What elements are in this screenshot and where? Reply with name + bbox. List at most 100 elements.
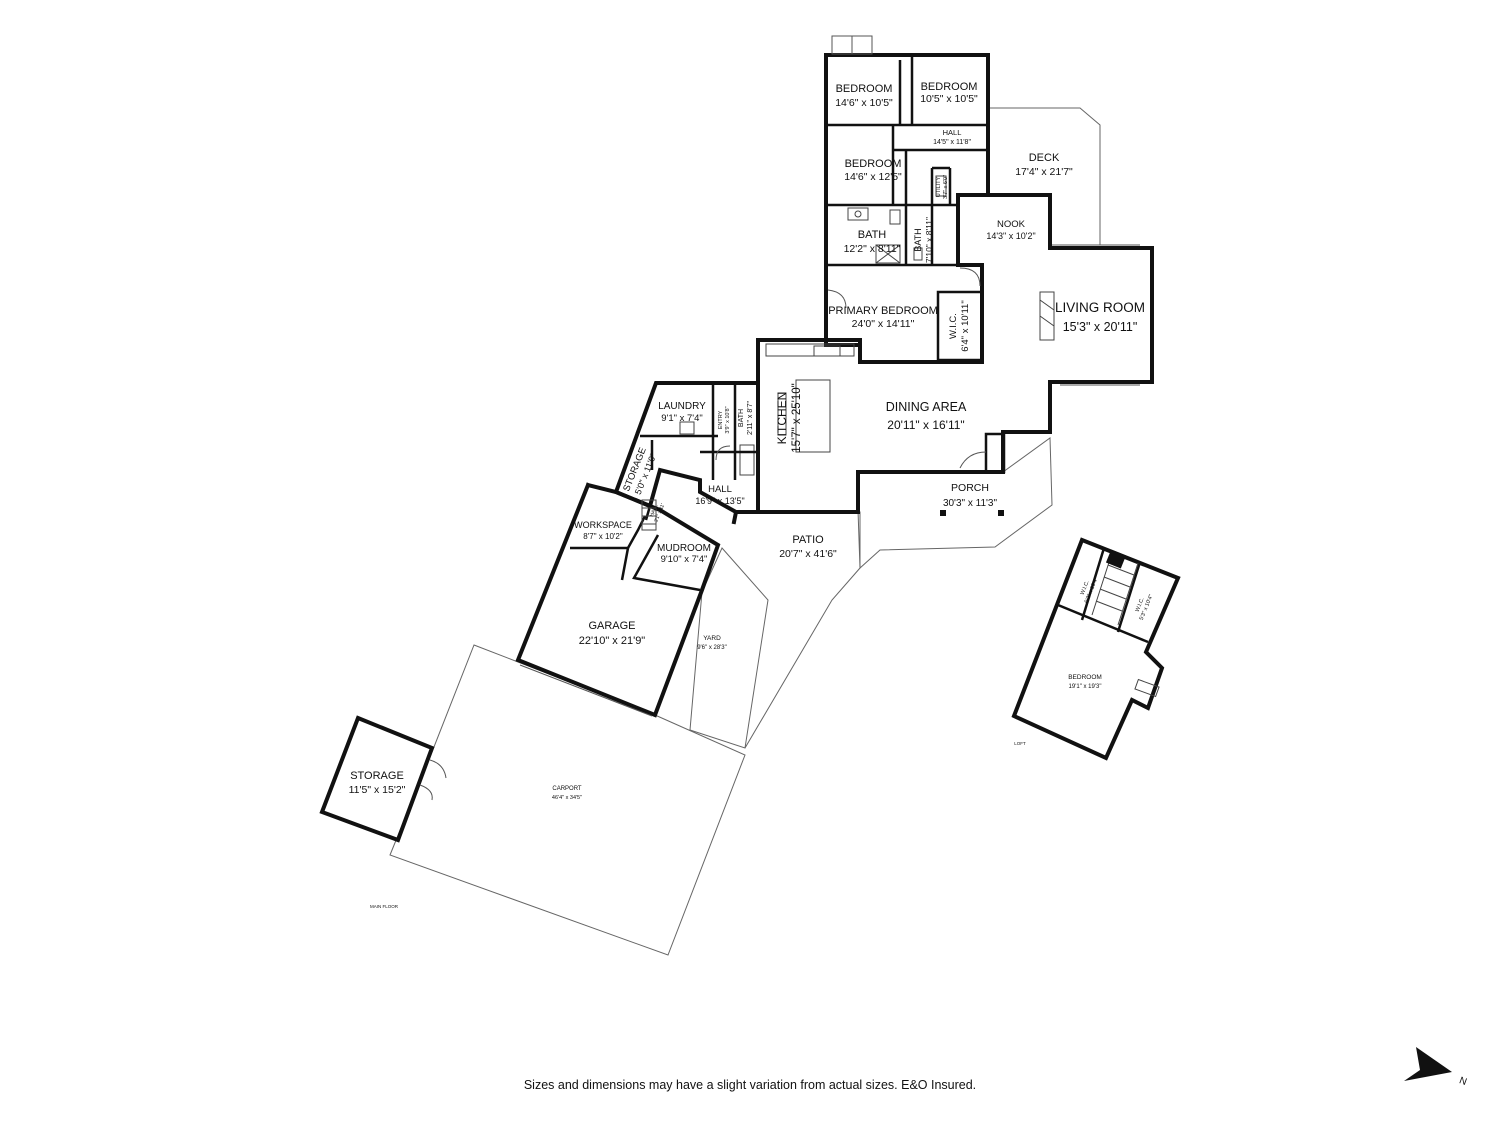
svg-text:GARAGE: GARAGE xyxy=(588,620,635,632)
svg-text:20'7" x 41'6": 20'7" x 41'6" xyxy=(779,548,837,560)
svg-text:MUDROOM: MUDROOM xyxy=(657,543,711,554)
svg-text:17'4" x 21'7": 17'4" x 21'7" xyxy=(1015,166,1073,178)
room-deck: DECK 17'4" x 21'7" xyxy=(1015,152,1073,178)
svg-text:24'0" x 14'11": 24'0" x 14'11" xyxy=(852,318,915,330)
svg-text:LAUNDRY: LAUNDRY xyxy=(658,401,706,412)
room-loft-wic-1: W.I.C. 6'2" x 10'4" xyxy=(1080,577,1100,604)
svg-text:11'5" x 15'2": 11'5" x 15'2" xyxy=(349,784,406,796)
svg-text:BEDROOM: BEDROOM xyxy=(836,83,893,95)
room-bedroom-3: BEDROOM 14'6" x 12'5" xyxy=(844,158,902,183)
svg-text:3'9" x 10'8": 3'9" x 10'8" xyxy=(725,406,731,433)
svg-text:PATIO: PATIO xyxy=(792,534,824,546)
svg-text:LIVING ROOM: LIVING ROOM xyxy=(1055,300,1145,315)
room-bedroom-1: BEDROOM 14'6" x 10'5" xyxy=(835,83,893,109)
svg-text:15'3" x 20'11": 15'3" x 20'11" xyxy=(1063,320,1138,334)
room-nook: NOOK 14'3" x 10'2" xyxy=(986,219,1035,241)
svg-text:14'6" x 10'5": 14'6" x 10'5" xyxy=(835,97,893,109)
svg-text:BEDROOM: BEDROOM xyxy=(845,158,902,170)
svg-text:10'5" x 10'5": 10'5" x 10'5" xyxy=(920,93,978,105)
room-primary-bedroom: PRIMARY BEDROOM 24'0" x 14'11" xyxy=(828,305,938,330)
loft-walls xyxy=(1011,537,1181,761)
svg-text:KITCHEN: KITCHEN xyxy=(775,392,789,445)
svg-text:PRIMARY BEDROOM: PRIMARY BEDROOM xyxy=(828,305,938,317)
svg-text:ENTRY: ENTRY xyxy=(718,410,724,429)
svg-text:WORKSPACE: WORKSPACE xyxy=(574,520,632,530)
svg-text:W.I.C.: W.I.C. xyxy=(948,313,959,339)
room-kitchen: KITCHEN 15'7" x 25'10" xyxy=(775,383,803,452)
room-bath-3: BATH 2'11" x 8'7" xyxy=(738,400,754,434)
room-wic-primary: W.I.C. 6'4" x 10'11" xyxy=(948,300,971,351)
svg-text:HALL: HALL xyxy=(943,128,962,137)
svg-text:2'11" x 8'7": 2'11" x 8'7" xyxy=(747,400,754,434)
svg-text:6'4" x 10'11": 6'4" x 10'11" xyxy=(960,300,971,351)
room-utility: UTILITY 3'7" x 6'0" xyxy=(936,175,949,199)
svg-text:HALL: HALL xyxy=(649,504,659,518)
room-storage-2: STORAGE 11'5" x 15'2" xyxy=(349,770,406,796)
wing-walls xyxy=(613,381,760,515)
svg-text:BATH: BATH xyxy=(858,229,887,241)
svg-text:DECK: DECK xyxy=(1029,152,1060,164)
room-garage: GARAGE 22'10" x 21'9" xyxy=(579,620,646,647)
svg-text:NOOK: NOOK xyxy=(997,219,1026,230)
room-loft-wic-2: W.I.C. 5'3" x 10'4" xyxy=(1135,594,1155,621)
room-carport: CARPORT 46'4" x 34'5" xyxy=(552,786,582,801)
svg-text:W.I.C.: W.I.C. xyxy=(1135,596,1146,613)
top-block-walls xyxy=(824,53,990,364)
room-porch: PORCH 30'3" x 11'3" xyxy=(943,482,998,509)
porch-outline xyxy=(857,437,1053,570)
svg-text:DINING AREA: DINING AREA xyxy=(886,400,967,414)
compass-label: N xyxy=(1458,1075,1469,1088)
svg-text:15'7" x 25'10": 15'7" x 25'10" xyxy=(791,383,803,452)
svg-text:8'7" x 10'2": 8'7" x 10'2" xyxy=(583,532,623,541)
room-hall-top: HALL 14'5" x 11'8" xyxy=(933,128,971,146)
svg-text:14'6" x 12'5": 14'6" x 12'5" xyxy=(844,171,902,183)
svg-text:PORCH: PORCH xyxy=(951,482,989,494)
compass-arrow-icon xyxy=(1404,1047,1452,1081)
room-dining-area: DINING AREA 20'11" x 16'11" xyxy=(886,400,967,432)
room-yard: YARD 9'6" x 28'3" xyxy=(697,635,727,651)
svg-text:46'4" x 34'5": 46'4" x 34'5" xyxy=(552,795,582,801)
room-loft-bedroom: BEDROOM 19'1" x 19'3" xyxy=(1068,674,1102,690)
storage-detached-walls xyxy=(319,715,435,843)
loft-stairs xyxy=(1091,549,1139,626)
svg-text:3'7" x 6'0": 3'7" x 6'0" xyxy=(943,175,949,199)
svg-text:14'3" x 10'2": 14'3" x 10'2" xyxy=(986,231,1035,241)
room-bedroom-2: BEDROOM 10'5" x 10'5" xyxy=(920,81,978,105)
room-bath-1: BATH 12'2" x 8'11" xyxy=(844,229,901,255)
svg-text:9'6" x 28'3": 9'6" x 28'3" xyxy=(697,645,727,651)
svg-text:19'1" x 19'3": 19'1" x 19'3" xyxy=(1069,684,1102,690)
svg-text:UTILITY: UTILITY xyxy=(936,176,942,197)
svg-text:7'10" x 8'11": 7'10" x 8'11" xyxy=(924,217,934,263)
svg-text:12'2" x 8'11": 12'2" x 8'11" xyxy=(844,243,901,255)
room-laundry: LAUNDRY 9'1" x 7'4" xyxy=(658,401,706,424)
svg-text:BEDROOM: BEDROOM xyxy=(1068,674,1102,681)
svg-text:BATH: BATH xyxy=(738,409,745,427)
svg-text:W.I.C.: W.I.C. xyxy=(1080,579,1091,596)
garage-walls xyxy=(515,482,721,718)
room-living-room: LIVING ROOM 15'3" x 20'11" xyxy=(1055,300,1145,334)
svg-text:BATH: BATH xyxy=(913,228,923,251)
room-bath-2: BATH 7'10" x 8'11" xyxy=(913,217,934,263)
svg-text:22'10" x 21'9": 22'10" x 21'9" xyxy=(579,635,646,647)
svg-text:BEDROOM: BEDROOM xyxy=(921,81,978,93)
svg-text:9'10" x 7'4": 9'10" x 7'4" xyxy=(661,554,708,565)
floor-label-loft: LOFT xyxy=(1014,741,1026,746)
svg-text:HALL: HALL xyxy=(708,484,732,495)
room-hall-main: HALL 16'9" x 13'5" xyxy=(695,484,744,506)
room-patio: PATIO 20'7" x 41'6" xyxy=(779,534,837,560)
disclaimer-text: Sizes and dimensions may have a slight v… xyxy=(523,1078,977,1092)
svg-text:CARPORT: CARPORT xyxy=(552,786,582,792)
svg-text:9'1" x 7'4": 9'1" x 7'4" xyxy=(661,413,703,424)
floor-label-main: MAIN FLOOR xyxy=(370,904,399,909)
main-walls xyxy=(731,193,1154,525)
svg-text:YARD: YARD xyxy=(703,635,721,642)
svg-text:30'3" x 11'3": 30'3" x 11'3" xyxy=(943,498,998,509)
room-workspace: WORKSPACE 8'7" x 10'2" xyxy=(574,520,632,541)
svg-text:STORAGE: STORAGE xyxy=(350,770,404,782)
room-mudroom: MUDROOM 9'10" x 7'4" xyxy=(657,543,711,565)
svg-text:16'9" x 13'5": 16'9" x 13'5" xyxy=(695,496,744,506)
svg-text:20'11" x 16'11": 20'11" x 16'11" xyxy=(887,418,964,432)
svg-text:14'5" x 11'8": 14'5" x 11'8" xyxy=(933,139,971,146)
room-entry: ENTRY 3'9" x 10'8" xyxy=(718,406,731,433)
